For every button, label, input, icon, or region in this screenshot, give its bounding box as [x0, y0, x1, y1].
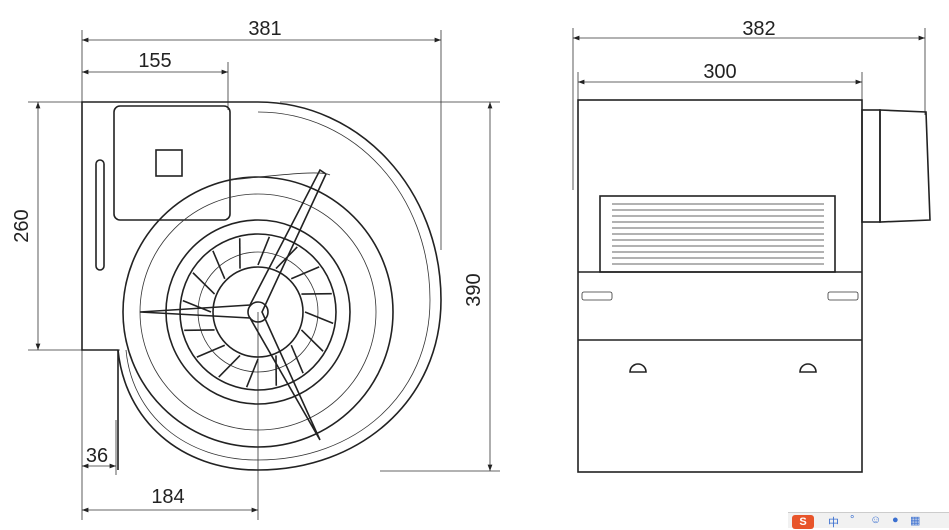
microphone-icon[interactable]: ●	[892, 514, 899, 526]
impeller-blade	[258, 237, 269, 265]
punctuation-icon[interactable]: °	[850, 514, 854, 526]
impeller-blade	[291, 345, 303, 373]
ime-language-button[interactable]: 中	[828, 514, 839, 530]
dim-184: 184	[151, 486, 184, 508]
impeller-blade	[291, 267, 319, 279]
side-view-dimensions: 381 155 260 390 36 184	[11, 18, 500, 520]
keyboard-icon[interactable]: ▦	[910, 514, 920, 527]
side-view-fan	[82, 102, 441, 470]
dim-390: 390	[463, 273, 485, 306]
dim-36: 36	[86, 445, 108, 467]
impeller-blade	[183, 301, 211, 312]
impeller-blade	[301, 330, 323, 351]
impeller-blade	[219, 355, 240, 377]
impeller-blade	[197, 345, 225, 357]
dim-300: 300	[703, 61, 736, 83]
dim-155: 155	[138, 50, 171, 72]
impeller-blade	[193, 273, 215, 294]
dim-382: 382	[742, 18, 775, 40]
impeller-blade	[247, 359, 258, 387]
ime-toolbar[interactable]: S 中 ° ☺ ● ▦	[788, 512, 949, 528]
front-view-dimensions: 382 300	[573, 18, 925, 190]
emoji-icon[interactable]: ☺	[870, 514, 881, 526]
dim-260: 260	[11, 209, 33, 242]
impeller-blade	[305, 312, 333, 323]
impeller-blade	[213, 251, 225, 279]
dim-381: 381	[248, 18, 281, 40]
front-view-fan	[578, 100, 930, 472]
